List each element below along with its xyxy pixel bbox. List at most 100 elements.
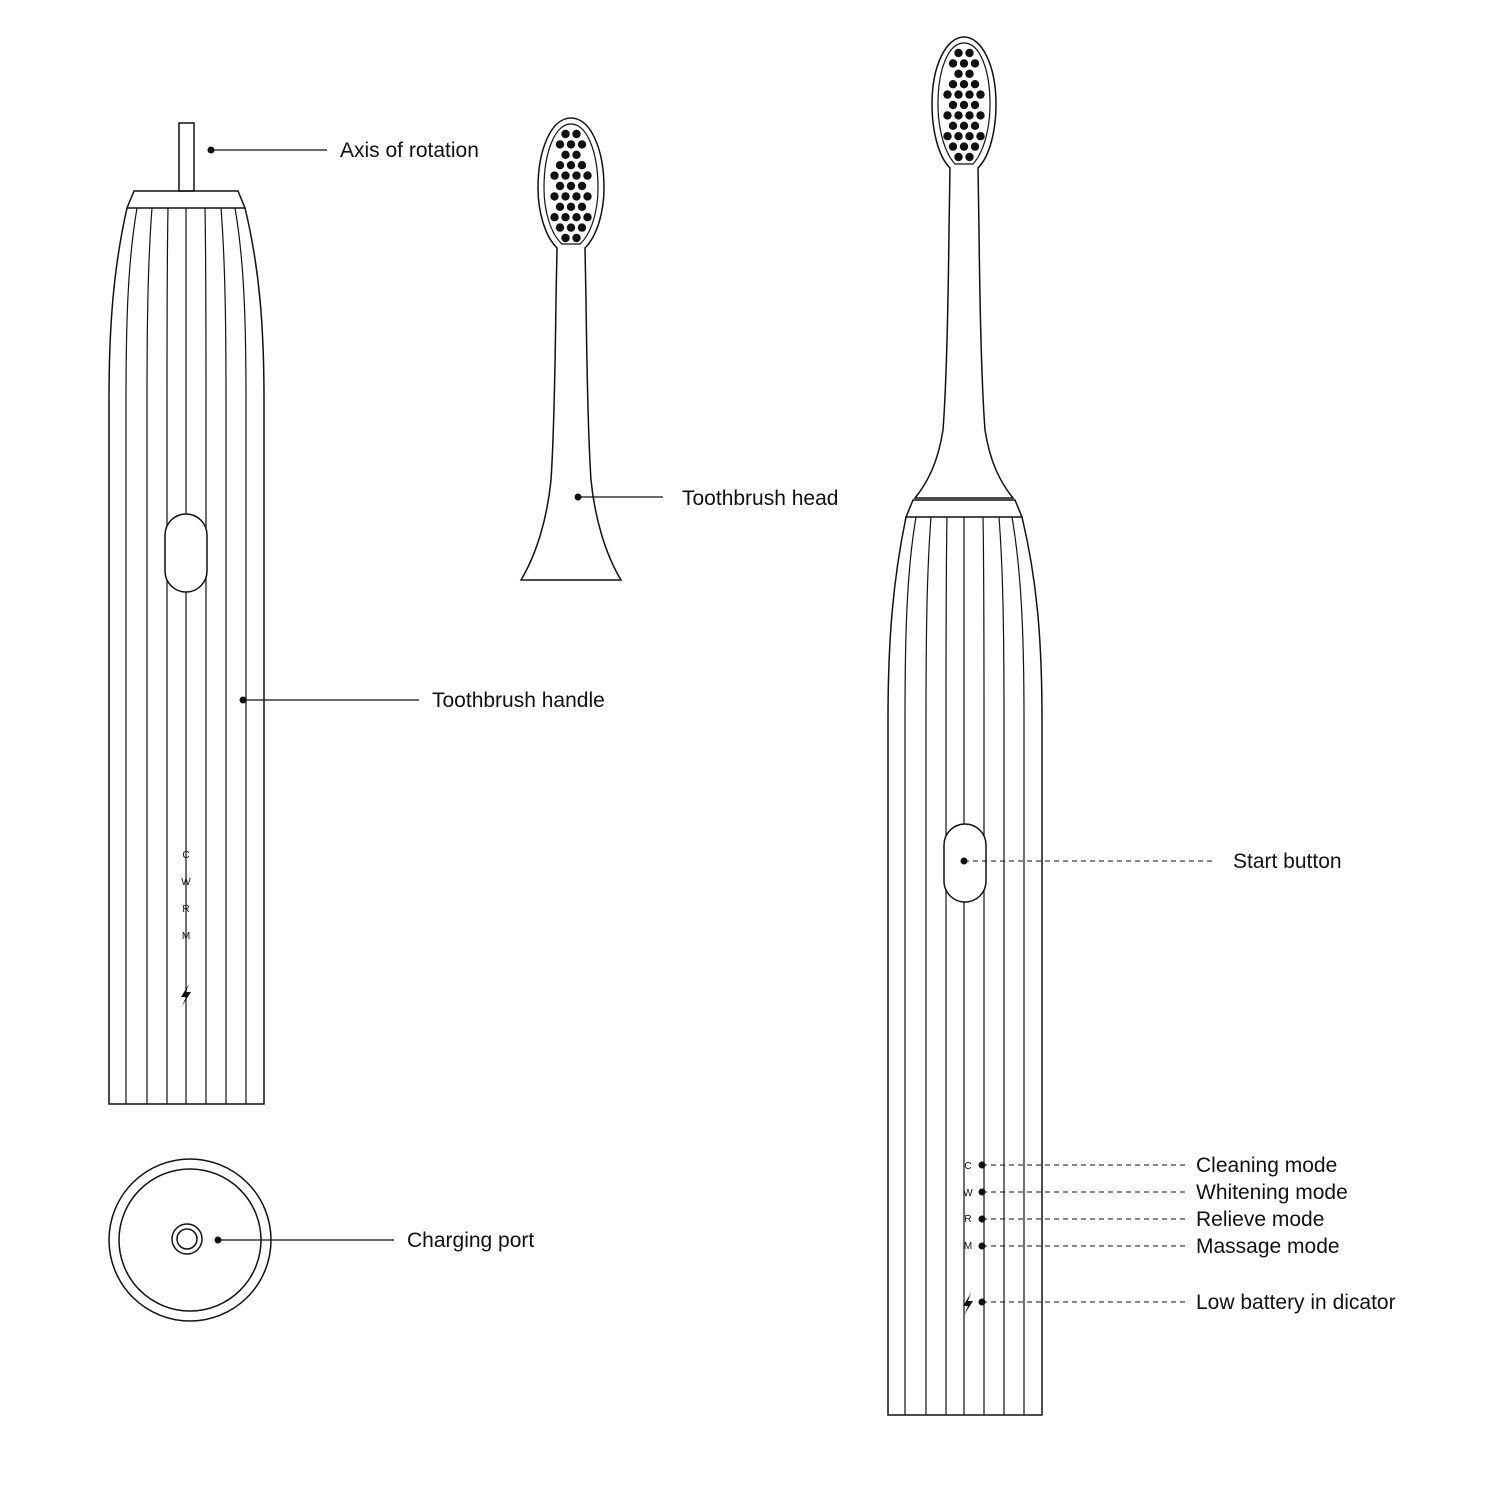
detached-head: Toothbrush head <box>519 117 838 581</box>
low-battery-callout: Low battery in dicator <box>978 1291 1396 1314</box>
bristle <box>954 48 963 58</box>
bristle <box>555 202 565 211</box>
bristle <box>566 202 576 211</box>
bristle <box>948 80 958 89</box>
label-toothbrush-handle: Toothbrush handle <box>432 689 605 712</box>
head-outline <box>519 117 623 581</box>
bristle <box>555 181 565 191</box>
bristle <box>954 152 963 162</box>
bristle-cluster <box>550 129 592 243</box>
label-whitening-mode: Whitening mode <box>1196 1181 1348 1204</box>
bristle <box>976 132 985 141</box>
bristle <box>959 142 969 151</box>
bristle <box>965 48 974 58</box>
label-charging-port: Charging port <box>407 1229 534 1252</box>
bristle <box>561 129 570 139</box>
bristle <box>970 59 980 68</box>
bristle <box>965 111 974 120</box>
mode-letter-r: R <box>964 1214 971 1225</box>
label-massage-mode: Massage mode <box>1196 1235 1340 1258</box>
bristle <box>948 100 958 110</box>
bristle <box>583 171 592 180</box>
bristle <box>561 171 570 180</box>
label-toothbrush-head: Toothbrush head <box>682 487 838 510</box>
bristle <box>959 59 969 68</box>
head-brush-pad <box>543 123 599 245</box>
handle-callout: Toothbrush handle <box>239 689 605 712</box>
bristle <box>561 233 570 243</box>
start-button-callout: Start button <box>960 850 1342 873</box>
handle-flute <box>220 207 227 1104</box>
bristle <box>948 59 958 68</box>
label-axis-of-rotation: Axis of rotation <box>340 139 479 162</box>
massage-mode-callout: Massage mode <box>978 1235 1340 1258</box>
assembled-flute <box>982 516 985 1415</box>
mode-letter-w: W <box>963 1188 973 1199</box>
handle-flute <box>125 207 138 1104</box>
bristle <box>959 121 969 130</box>
bristle <box>577 202 587 211</box>
bristle <box>555 223 565 232</box>
assembled-head-outline <box>913 36 1015 499</box>
assembled-flute <box>945 516 948 1415</box>
bristle <box>965 132 974 141</box>
bristle <box>976 111 985 120</box>
axis-callout: Axis of rotation <box>207 139 479 162</box>
handle-flute <box>234 207 247 1104</box>
bristle <box>561 150 570 159</box>
assembled-body <box>887 516 1043 1416</box>
bristle <box>566 161 576 170</box>
mode-letter-m: M <box>964 1241 972 1252</box>
mode-letter-c: C <box>182 850 189 861</box>
bristle <box>970 80 980 89</box>
bristle <box>943 111 952 120</box>
handle-flute <box>166 207 169 1104</box>
bristle <box>550 192 559 201</box>
mode-letter-w: W <box>181 877 191 888</box>
bristle <box>970 100 980 110</box>
bristle <box>943 132 952 141</box>
bristle <box>965 69 974 79</box>
handle-collar <box>125 190 247 209</box>
bristle <box>959 80 969 89</box>
bristle <box>943 90 952 99</box>
assembled-collar <box>904 499 1024 518</box>
label-relieve-mode: Relieve mode <box>1196 1208 1324 1231</box>
label-low-battery: Low battery in dicator <box>1196 1291 1396 1314</box>
bristle-cluster <box>943 48 985 162</box>
bristle <box>954 90 963 99</box>
assembled-flute <box>998 516 1005 1415</box>
bristle <box>577 140 587 149</box>
assembled-brush: C W R M <box>887 36 1043 1416</box>
cleaning-mode-callout: Cleaning mode <box>978 1154 1337 1177</box>
lightning-bolt-icon <box>963 1293 973 1315</box>
bristle <box>566 223 576 232</box>
bristle <box>550 171 559 180</box>
bristle <box>561 192 570 201</box>
bristle <box>965 152 974 162</box>
label-start-button: Start button <box>1233 850 1342 873</box>
assembled-brush-pad <box>937 42 991 165</box>
assembled-flute <box>1011 516 1025 1415</box>
bristle <box>959 100 969 110</box>
axis-shaft <box>178 122 195 192</box>
start-button-left <box>164 513 208 593</box>
bristle <box>550 213 559 222</box>
bristle <box>976 90 985 99</box>
whitening-mode-callout: Whitening mode <box>978 1181 1348 1204</box>
left-handle: C W R M <box>108 122 265 1105</box>
bristle <box>572 213 581 222</box>
mode-letter-r: R <box>182 904 189 915</box>
handle-flute <box>204 207 207 1104</box>
bristle <box>555 161 565 170</box>
lightning-bolt-icon <box>181 984 191 1006</box>
mode-letter-m: M <box>182 931 190 942</box>
bristle <box>577 181 587 191</box>
bristle <box>572 129 581 139</box>
bristle <box>948 142 958 151</box>
bristle <box>577 161 587 170</box>
bristle <box>583 213 592 222</box>
bristle <box>566 140 576 149</box>
relieve-mode-callout: Relieve mode <box>978 1208 1324 1231</box>
